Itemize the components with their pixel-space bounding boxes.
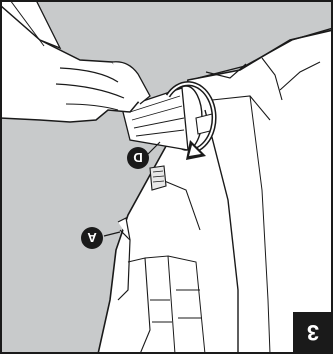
step-number: 3 (307, 320, 319, 345)
step-number-box: 3 (293, 312, 333, 354)
knob-icon (150, 166, 166, 190)
callout-d-label: D (133, 150, 142, 165)
callout-a-label: A (87, 230, 97, 245)
